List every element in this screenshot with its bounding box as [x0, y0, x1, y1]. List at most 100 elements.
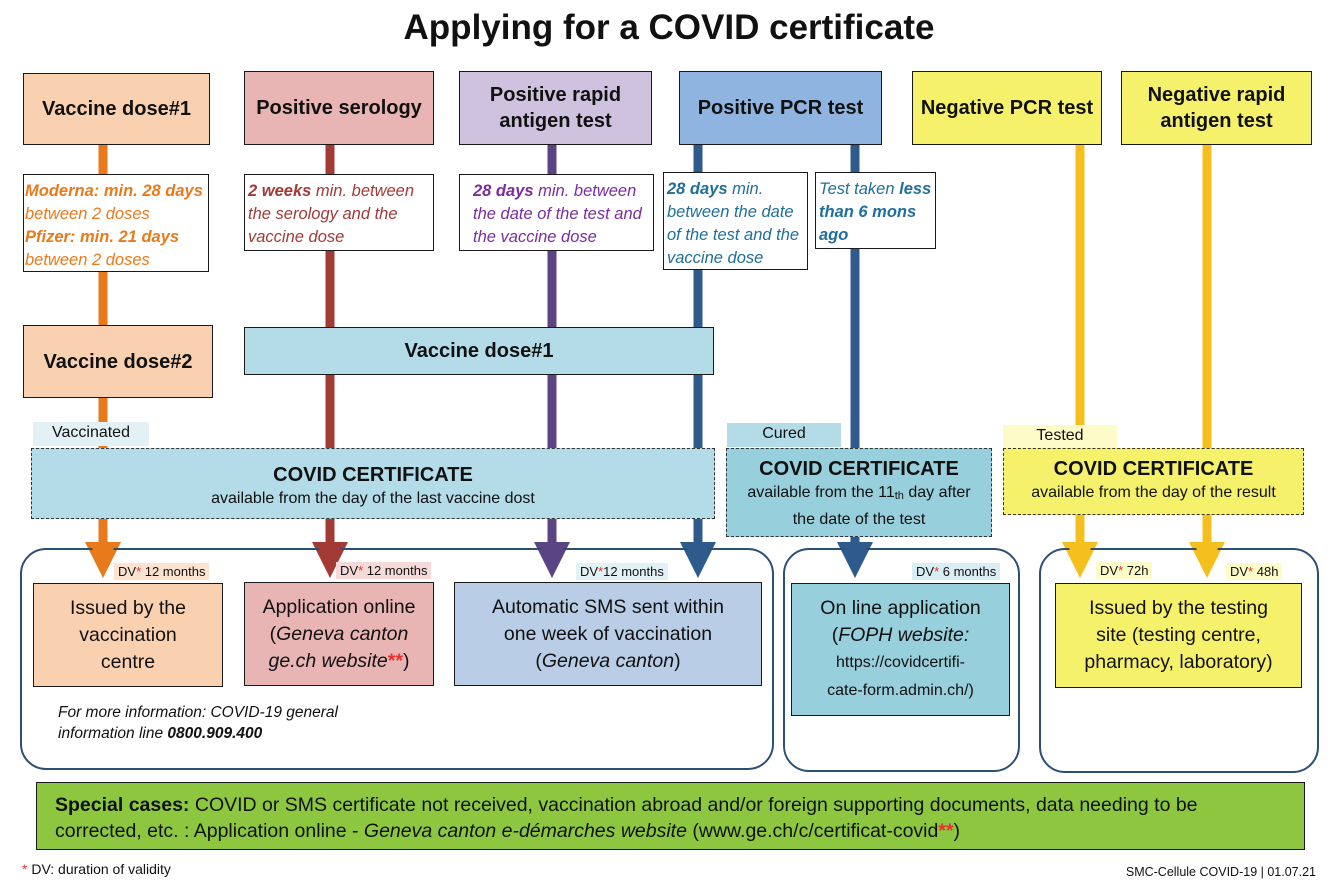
tested-certificate: COVID CERTIFICATE available from the day…: [1003, 448, 1304, 515]
tested-outcomes-container: [1039, 548, 1319, 773]
pcr-rule-line3: of the test and the: [667, 226, 800, 244]
sms-line3-open: (: [535, 649, 542, 672]
negative-rapid-label-line1: Negative rapid: [1147, 84, 1286, 106]
vaccinated-certificate-sub: available from the day of the last vacci…: [211, 490, 535, 507]
dv-star: *: [1248, 564, 1254, 579]
foph-line1: On line application: [820, 596, 981, 619]
dv-foph: DV* 6 months: [912, 563, 1001, 580]
pcr-cured-rule-a: Test taken: [819, 180, 900, 198]
dv-pcr-value: 72h: [1123, 563, 1149, 578]
centre-line3: centre: [100, 650, 156, 673]
sms-line3-close: ): [674, 649, 681, 672]
online-application-outcome: Application online (Geneva canton ge.ch …: [244, 582, 434, 686]
centre-line1: Issued by the: [70, 596, 186, 619]
dv-online-value: 12 months: [363, 563, 428, 578]
dv-centre: DV* 12 months: [114, 563, 210, 580]
vaccine-dose2-label: Vaccine dose#2: [43, 350, 193, 373]
dv-prefix: DV: [1100, 563, 1119, 578]
rapid-rule-line3: the vaccine dose: [473, 228, 597, 246]
special-cases-stars: **: [938, 820, 954, 842]
testing-line2: site (testing centre,: [1096, 624, 1261, 646]
vaccinated-certificate: COVID CERTIFICATE available from the day…: [31, 448, 715, 519]
cured-certificate: COVID CERTIFICATE available from the 11t…: [726, 448, 992, 537]
sms-line3-canton: Geneva canton: [541, 649, 675, 672]
foph-url-line2: cate-form.admin.ch/): [827, 681, 974, 699]
sms-line1: Automatic SMS sent within: [492, 595, 724, 618]
online-line3-website: ge.ch website: [268, 649, 388, 672]
vaccinated-outcomes-container: [20, 548, 774, 770]
dv-sms-value: 12 months: [603, 564, 664, 579]
positive-rapid-label-line2: antigen test: [499, 110, 612, 132]
pcr-cured-rule: Test taken less than 6 mons ago: [815, 172, 936, 249]
online-line2-open: (: [269, 622, 277, 645]
foph-url-line1: https://covidcertifi-: [836, 653, 965, 671]
serology-rule-bold: 2 weeks: [248, 182, 312, 200]
moderna-rule-sub: between 2 doses: [25, 205, 150, 223]
vaccination-centre-outcome: Issued by the vaccination centre: [33, 583, 223, 687]
testing-line3: pharmacy, laboratory): [1084, 651, 1273, 673]
dv-prefix: DV: [916, 564, 935, 579]
dv-star: *: [136, 564, 142, 579]
rapid-rule-line2: the date of the test and: [473, 205, 642, 223]
positive-pcr-box: Positive PCR test: [679, 71, 882, 145]
pcr-rule-bold: 28 days: [667, 180, 728, 198]
cured-certificate-sub-line2: the date of the test: [792, 511, 926, 528]
pfizer-rule: Pfizer: min. 21 days: [25, 228, 180, 246]
pcr-rule-line2: between the date: [667, 203, 794, 221]
serology-rule-rest: min. between: [311, 182, 415, 200]
cured-certificate-sub-sup: th: [894, 490, 904, 502]
special-cases-text1: COVID or SMS certificate not received, v…: [189, 794, 1198, 816]
cured-certificate-sub-a: available from the 11: [747, 484, 895, 501]
special-cases-website: Geneva canton e-démarches website: [363, 820, 687, 842]
tested-certificate-heading: COVID CERTIFICATE: [1053, 458, 1254, 480]
online-line1: Application online: [262, 595, 416, 618]
sms-line2: one week of vaccination: [503, 622, 713, 645]
dv-sms: DV*12 months: [576, 563, 668, 580]
pfizer-rule-sub: between 2 doses: [25, 251, 150, 269]
rapid-rule-rest: min. between: [533, 182, 637, 200]
special-cases-url: (www.ge.ch/c/certificat-covid: [686, 820, 939, 842]
page-title: Applying for a COVID certificate: [403, 8, 935, 47]
cured-tag: Cured: [727, 423, 841, 447]
testing-site-outcome: Issued by the testing site (testing cent…: [1055, 583, 1302, 688]
positive-serology-box: Positive serology: [244, 71, 434, 145]
footnote-text: DV: duration of validity: [27, 861, 171, 877]
online-line3-stars: **: [387, 649, 403, 672]
dv-pcr: DV* 72h: [1096, 562, 1153, 579]
foph-online-application-outcome: On line application (FOPH website: https…: [791, 583, 1010, 716]
pcr-cured-rule-line2: than 6 mons: [819, 203, 917, 221]
special-cases-label: Special cases:: [55, 794, 190, 816]
dv-star: *: [598, 564, 604, 579]
tested-tag: Tested: [1003, 425, 1117, 449]
vaccine-interval-rule: Moderna: min. 28 days between 2 doses Pf…: [23, 174, 209, 272]
cured-certificate-sub-b: day after: [903, 484, 971, 501]
dv-star: *: [1118, 563, 1124, 578]
info-line1: For more information: COVID-19 general: [58, 704, 338, 721]
cured-certificate-heading: COVID CERTIFICATE: [759, 458, 959, 480]
shared-vaccine-dose1-label: Vaccine dose#1: [404, 340, 554, 362]
dv-star: *: [358, 563, 364, 578]
pcr-cured-rule-line3: ago: [819, 226, 849, 244]
cured-outcomes-container: [783, 548, 1020, 772]
dv-rapid: DV* 48h: [1226, 563, 1283, 580]
negative-rapid-label-line2: antigen test: [1160, 110, 1273, 132]
negative-rapid-box: Negative rapid antigen test: [1121, 71, 1312, 145]
vaccine-dose2-box: Vaccine dose#2: [23, 325, 213, 398]
info-phone: 0800.909.400: [167, 725, 263, 742]
positive-pcr-label: Positive PCR test: [697, 97, 864, 119]
pcr-vaccine-interval-rule: 28 days min. between the date of the tes…: [663, 172, 808, 270]
dv-prefix: DV: [340, 563, 359, 578]
vaccinated-certificate-heading: COVID CERTIFICATE: [273, 464, 473, 486]
pcr-rule-rest: min.: [727, 180, 764, 198]
serology-rule-line2: the serology and the: [248, 205, 398, 223]
dv-star: *: [934, 564, 940, 579]
vaccine-dose1-box: Vaccine dose#1: [23, 73, 210, 145]
negative-pcr-box: Negative PCR test: [912, 71, 1102, 145]
positive-rapid-box: Positive rapid antigen test: [459, 71, 652, 145]
online-line2-canton: Geneva canton: [276, 622, 409, 645]
dv-centre-value: 12 months: [141, 564, 206, 579]
credit: SMC-Cellule COVID-19 | 01.07.21: [1125, 865, 1316, 879]
rapid-rule-bold: 28 days: [473, 182, 534, 200]
foph-line2-website: FOPH website:: [838, 623, 970, 646]
foph-line2-open: (: [831, 623, 839, 646]
